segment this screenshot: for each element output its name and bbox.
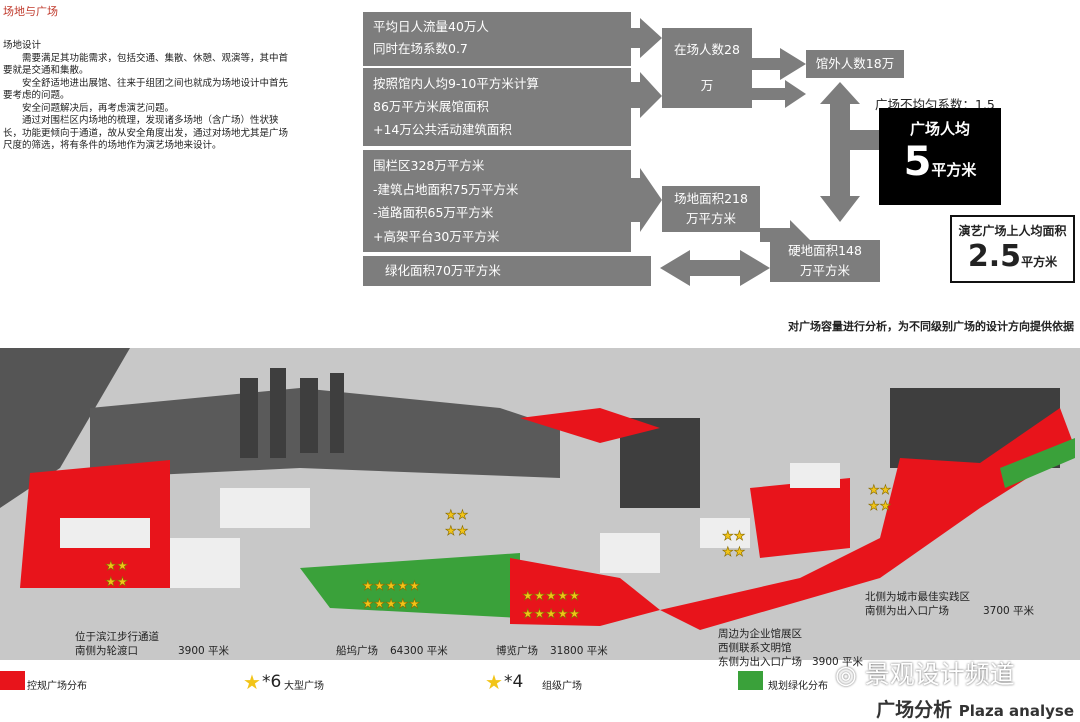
wechat-icon: ◎ <box>835 660 857 689</box>
watermark-text: 景观设计频道 <box>864 660 1015 689</box>
watermark: ◎ 景观设计频道 <box>835 655 1015 691</box>
box-hard-area: 硬地面积148万平方米 <box>770 240 880 282</box>
legend-group-label: 组级广场 <box>542 681 582 692</box>
unit: 平方米 <box>1021 255 1058 269</box>
map-label-line: 位于滨江步行通道 <box>75 631 159 643</box>
legend-large-count: *6 <box>262 672 282 692</box>
buildings <box>60 463 840 588</box>
map-label-line: 博览广场 <box>496 645 538 657</box>
legend-red-label: 控规广场分布 <box>27 681 87 692</box>
flow-text: 在场人数28万 <box>674 42 740 93</box>
analysis-caption: 对广场容量进行分析，为不同级别广场的设计方向提供依据 <box>788 320 1074 333</box>
map-label-line: 东侧为出入口广场 <box>718 656 802 668</box>
svg-text:★★: ★★ <box>722 545 745 560</box>
performance-value: 2.5 <box>967 239 1022 274</box>
svg-text:★★★★★: ★★★★★ <box>522 607 580 622</box>
red-plaza <box>660 408 1075 630</box>
map-label-line: 周边为企业馆展区 <box>718 628 802 640</box>
unit: 平方米 <box>931 161 977 179</box>
star-icons: ★★★★ ★★★★ ★★★★★★★★★★ ★★★★★★★★★★ ★★★★ ★★★… <box>105 483 892 623</box>
box-visitors: 平均日人流量40万人同时在场系数0.7 <box>363 12 631 66</box>
city-blocks <box>90 388 560 478</box>
intro-heading: 场地设计 <box>3 40 42 51</box>
arrow-icon <box>630 168 662 232</box>
map-label-line: 南侧为轮渡口 <box>75 645 138 657</box>
box-site-area: 场地面积218万平方米 <box>662 186 760 232</box>
svg-text:★★: ★★ <box>105 575 128 590</box>
legend-large-label: 大型广场 <box>284 681 324 692</box>
flow-text: 馆内人数10万 <box>674 114 740 165</box>
map-label-area: 3900 平米 <box>178 645 230 657</box>
box-outside: 馆外人数18万 <box>806 50 904 78</box>
svg-text:★★: ★★ <box>105 559 128 574</box>
per-capita-value: 5 <box>903 139 932 185</box>
svg-text:★★★★★: ★★★★★ <box>362 597 420 612</box>
svg-text:★★: ★★ <box>868 483 891 498</box>
box-green: 绿化面积70万平方米 <box>363 256 651 286</box>
map-label-enterprise: 周边为企业馆展区西侧联系文明馆 东侧为出入口广场 3900 平米 <box>718 627 863 669</box>
flow-text: -建筑占地面积75万平方米 <box>373 181 519 197</box>
intro-text: 场地设计 需要满足其功能需求，包括交通、集散、休憩、观演等，其中首要就是交通和集… <box>3 40 288 153</box>
map-label-area: 31800 平米 <box>550 645 608 657</box>
arrow-icon <box>752 80 806 108</box>
legend-red-swatch <box>0 671 25 690</box>
map-label-area: 64300 平米 <box>390 645 448 657</box>
map-label-practice: 北侧为城市最佳实践区 南侧为出入口广场 3700 平米 <box>865 590 1034 618</box>
map-label-line: 北侧为城市最佳实践区 <box>865 591 970 603</box>
legend-green-swatch <box>738 671 763 690</box>
title-en: Plaza analyse <box>958 702 1074 720</box>
flow-text: 86万平方米展馆面积 <box>373 99 489 114</box>
intro-paragraph: 需要满足其功能需求，包括交通、集散、休憩、观演等，其中首要就是交通和集散。 <box>3 52 289 77</box>
flow-arrows <box>630 18 893 286</box>
green-zone <box>300 553 520 618</box>
performance-box: 演艺广场上人均面积 2.5平方米 <box>950 215 1075 283</box>
flow-text: +14万公共活动建筑面积 <box>373 122 512 137</box>
svg-text:★★: ★★ <box>868 499 891 514</box>
svg-text:★★: ★★ <box>722 529 745 544</box>
arrow-icon <box>752 48 806 80</box>
intro-paragraph: 安全舒适地进出展馆、往来于组团之间也就成为场地设计中首先要考虑的问题。 <box>3 77 289 102</box>
river <box>0 348 130 508</box>
map-label-expo: 博览广场 31800 平米 <box>496 644 608 658</box>
intro-paragraph: 通过对围栏区内场地的梳理，发现诸多场地（含广场）性状狭长，功能更倾向于通道，故从… <box>3 115 289 151</box>
svg-text:★★: ★★ <box>445 524 468 539</box>
svg-text:★★★★★: ★★★★★ <box>522 589 580 604</box>
legend-green-label: 规划绿化分布 <box>768 681 828 692</box>
map-label-ferry: 位于滨江步行通道 南侧为轮渡口 3900 平米 <box>75 630 229 658</box>
box-site: 围栏区328万平方米 -建筑占地面积75万平方米 -道路面积65万平方米 +高架平台3… <box>363 150 631 252</box>
star-icon: ★ <box>485 670 503 694</box>
site-map: ★★★★ ★★★★ ★★★★★★★★★★ ★★★★★★★★★★ ★★★★ ★★★… <box>0 348 1080 660</box>
flow-text: 围栏区328万平方米 <box>373 158 485 173</box>
map-label-area: 3700 平米 <box>983 605 1035 617</box>
intro-paragraph: 安全问题解决后，再考虑演艺问题。 <box>22 102 175 114</box>
map-label-dock: 船坞广场 64300 平米 <box>336 644 448 658</box>
title-cn: 广场分析 <box>876 699 953 721</box>
arrow-icon <box>630 72 662 118</box>
map-label-line: 西侧联系文明馆 <box>718 642 792 654</box>
flow-text: -道路面积65万平方米 <box>373 205 494 220</box>
svg-text:★★★★★: ★★★★★ <box>362 579 420 594</box>
page-title: 广场分析 Plaza analyse <box>876 695 1074 722</box>
map-label-line: 船坞广场 <box>336 645 378 657</box>
box-people: 在场人数28万馆内人数10万 <box>662 28 752 165</box>
towers <box>240 368 1060 508</box>
flow-text: 平均日人流量40万人 <box>373 19 489 34</box>
cross-arrow-icon <box>820 82 893 222</box>
red-plaza <box>510 558 660 626</box>
legend-group-count: *4 <box>504 672 524 692</box>
per-capita-label: 广场人均 <box>909 120 970 138</box>
map-label-area: 3900 平米 <box>812 656 864 668</box>
flow-text: 同时在场系数0.7 <box>373 41 468 56</box>
performance-label: 演艺广场上人均面积 <box>958 224 1067 238</box>
flow-text: 按照馆内人均9-10平方米计算 <box>373 76 539 91</box>
per-capita-box: 广场人均 5平方米 <box>879 108 1001 205</box>
box-buildings: 按照馆内人均9-10平方米计算 86万平方米展馆面积 +14万公共活动建筑面积 <box>363 68 631 146</box>
arrow-icon <box>630 18 662 58</box>
double-arrow-icon <box>660 250 770 286</box>
svg-text:★★: ★★ <box>445 508 468 523</box>
flow-text: +高架平台30万平方米 <box>373 228 500 244</box>
map-label-line: 南侧为出入口广场 <box>865 605 949 617</box>
star-icon: ★ <box>243 670 261 694</box>
section-title: 场地与广场 <box>3 5 58 18</box>
